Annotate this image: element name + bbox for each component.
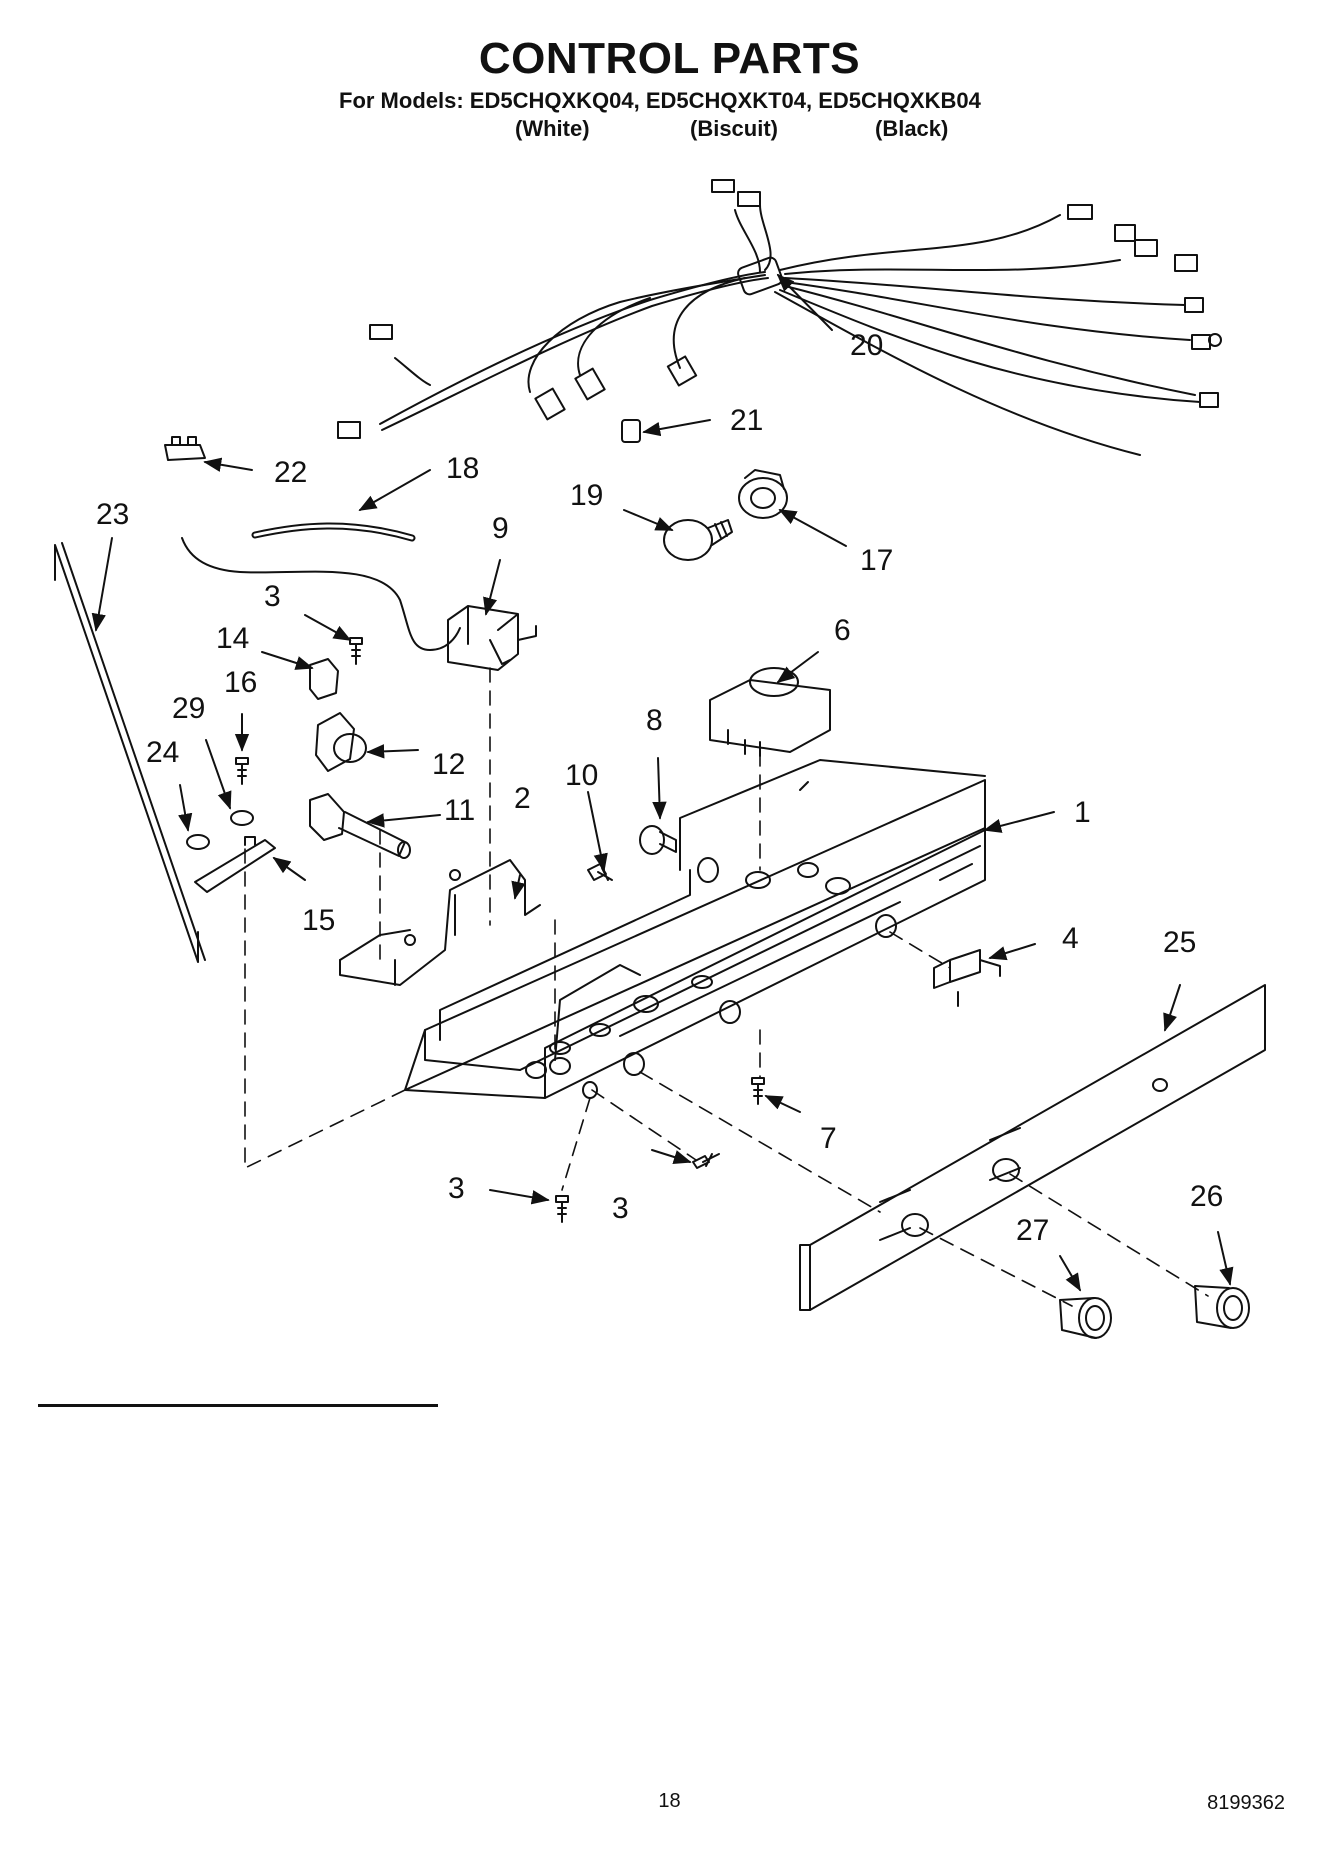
part-27-knob (1059, 1297, 1112, 1339)
part-19-bulb (663, 519, 733, 561)
callout-12: 12 (432, 748, 465, 781)
part-17-socket (738, 469, 788, 519)
callout-29: 29 (172, 692, 205, 725)
callout-14: 14 (216, 622, 249, 655)
part-23-rod (54, 542, 206, 963)
part-10-screw (587, 863, 613, 881)
callout-9: 9 (492, 512, 509, 545)
callout-25: 25 (1163, 926, 1196, 959)
part-21-clip (621, 419, 641, 443)
callout-24: 24 (146, 736, 179, 769)
callout-1: 1 (1074, 796, 1091, 829)
callout-23: 23 (96, 498, 129, 531)
callout-7: 7 (820, 1122, 837, 1155)
part-8-grommet (639, 825, 677, 855)
callout-16: 16 (224, 666, 257, 699)
color-black: (Black) (875, 116, 949, 141)
callout-17: 17 (860, 544, 893, 577)
part-24-washer (186, 834, 210, 850)
color-biscuit: (Biscuit) (690, 116, 778, 141)
part-6-timer (709, 667, 831, 757)
callout-21: 21 (730, 404, 763, 437)
callout-3-bottom-right: 3 (612, 1192, 629, 1225)
callout-27: 27 (1016, 1214, 1049, 1247)
page-title: CONTROL PARTS (478, 34, 861, 83)
part-29-washer (230, 810, 254, 826)
document-number: 8199362 (1207, 1792, 1285, 1814)
part-3-screw-bottom-right (692, 1153, 720, 1169)
callout-4: 4 (1062, 922, 1079, 955)
models-line: For Models: ED5CHQXKQ04, ED5CHQXKT04, ED… (339, 88, 981, 113)
part-9-thermostat (181, 537, 537, 671)
part-2-bracket (339, 859, 541, 986)
callout-26: 26 (1190, 1180, 1223, 1213)
page-number: 18 (658, 1790, 681, 1812)
part-16-screw (235, 757, 249, 785)
part-15-lever (194, 836, 276, 893)
part-3-screw-bottom-left (555, 1195, 569, 1223)
callout-15: 15 (302, 904, 335, 937)
callout-10: 10 (565, 759, 598, 792)
assembly-guide-lines (244, 667, 1209, 1307)
callout-11: 11 (444, 794, 475, 827)
color-white: (White) (515, 116, 590, 141)
callout-20: 20 (850, 329, 883, 362)
callout-19: 19 (570, 479, 603, 512)
callout-18: 18 (446, 452, 479, 485)
callout-6: 6 (834, 614, 851, 647)
part-3-screw-top (349, 637, 363, 665)
callout-2: 2 (514, 782, 531, 815)
part-4-switch (933, 949, 1001, 1007)
wire-harness (337, 179, 1222, 456)
callout-3-top: 3 (264, 580, 281, 613)
part-14-bracket (309, 658, 339, 700)
part-7-screw (751, 1077, 765, 1105)
callout-8: 8 (646, 704, 663, 737)
part-22-clip (164, 436, 206, 461)
part-25-panel (799, 984, 1266, 1311)
callout-22: 22 (274, 456, 307, 489)
part-1-housing (404, 759, 986, 1099)
callout-3-bottom-left: 3 (448, 1172, 465, 1205)
part-26-knob (1194, 1285, 1250, 1329)
divider-rule (38, 1404, 438, 1407)
part-12-bracket (315, 712, 367, 772)
callout-leaders (91, 273, 1234, 1292)
part-11-shaft (309, 793, 411, 859)
